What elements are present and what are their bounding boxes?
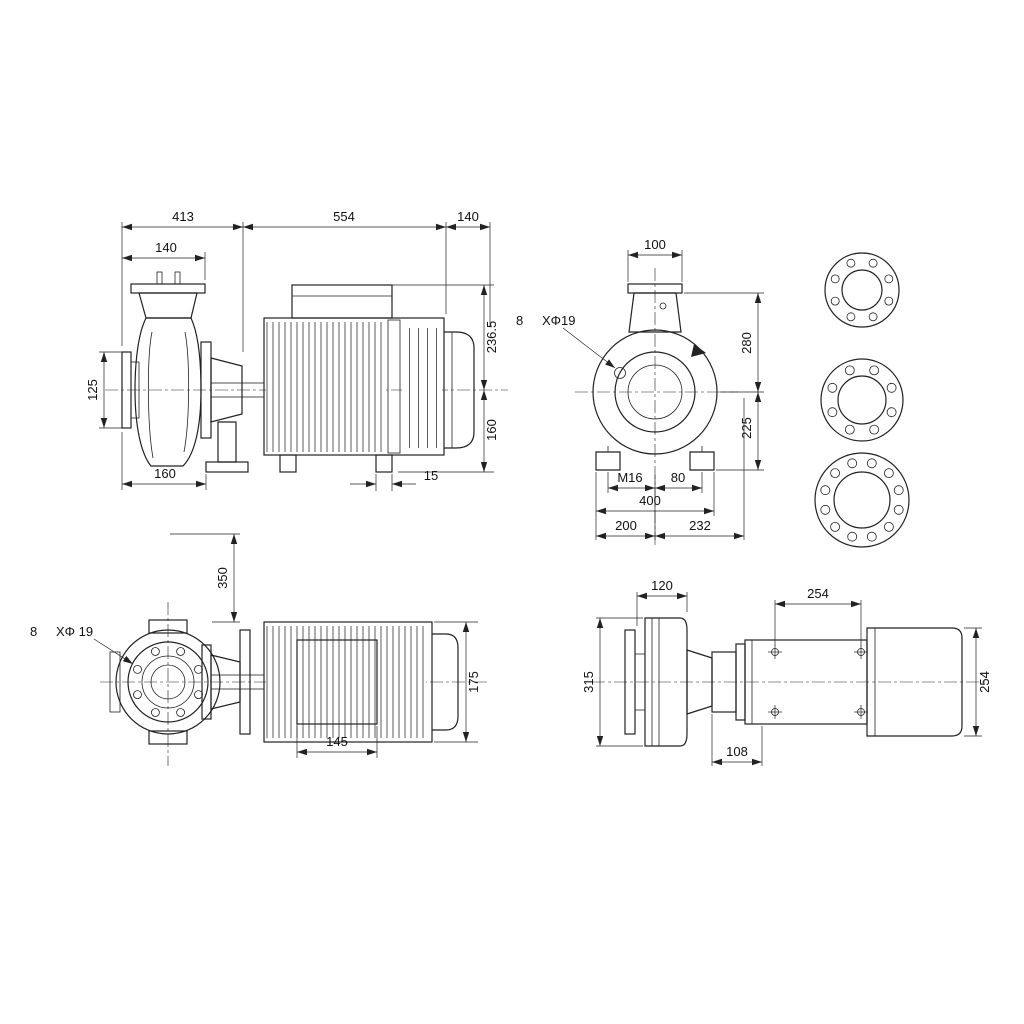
coupling-guard-block (866, 627, 963, 737)
flange-bolt-hole (614, 367, 626, 379)
front-view: 8 XΦ19 100 280 225 M16 80 400 200 232 (516, 237, 764, 545)
rotation-arrow (691, 344, 706, 357)
holes-spec-label-plan: XΦ 19 (56, 624, 93, 639)
dim-label-140-end: 140 (457, 209, 479, 224)
volute-tab-top (148, 619, 188, 634)
dim-label-554: 554 (333, 209, 355, 224)
volute-casing (134, 317, 202, 467)
discharge-neck-front (628, 292, 682, 333)
suction-flange-plan (109, 651, 121, 713)
dim-label-160-right: 160 (484, 419, 499, 441)
dim-label-175: 175 (466, 671, 481, 693)
volute-outline (592, 329, 718, 455)
dim-label-140-flange: 140 (155, 240, 177, 255)
flange-medium (820, 358, 904, 442)
motor-fins (266, 322, 386, 452)
plan-view-pump: 350 8 XΦ 19 175 145 (30, 533, 488, 766)
hole-leader-plan (93, 638, 134, 665)
side-view: 413 554 140 140 125 160 15 236.5 160 (85, 209, 508, 491)
dim-label-280: 280 (739, 332, 754, 354)
dim-label-15: 15 (424, 468, 438, 483)
pump-foot-left (595, 451, 621, 471)
terminal-box (291, 284, 393, 319)
dim-label-400: 400 (639, 493, 661, 508)
dim-label-315: 315 (581, 671, 596, 693)
dim-label-200: 200 (615, 518, 637, 533)
dim-label-236-5: 236.5 (484, 321, 499, 354)
flange-details (814, 252, 910, 548)
motor-body-plan (263, 621, 433, 743)
fan-cover-plan (432, 633, 459, 731)
dim-label-350: 350 (215, 567, 230, 589)
dim-label-413: 413 (172, 209, 194, 224)
suction-eye (627, 364, 683, 420)
motor-foot-front (279, 454, 297, 473)
dim-label-254-side: 254 (977, 671, 992, 693)
motor-frame-top (296, 639, 378, 725)
holes-count-label-plan: 8 (30, 624, 37, 639)
bearing-frame (210, 357, 243, 423)
motor-foot-rear (375, 454, 393, 473)
flange-large (814, 452, 910, 548)
holes-count-label: 8 (516, 313, 523, 328)
dim-label-145: 145 (326, 734, 348, 749)
dim-label-232: 232 (689, 518, 711, 533)
volute-plan (115, 629, 221, 735)
dim-label-254-top: 254 (807, 586, 829, 601)
plan-view-bare-shaft: 120 254 315 254 108 (581, 578, 992, 766)
fan-cover (444, 331, 475, 449)
dim-label-225: 225 (739, 417, 754, 439)
volute-tab-bottom (148, 730, 188, 745)
dim-label-80: 80 (671, 470, 685, 485)
flange-small (824, 252, 900, 328)
motor-flange-plan (239, 629, 251, 735)
discharge-flange-plan (127, 641, 209, 723)
dim-label-125: 125 (85, 379, 100, 401)
thread-label-m16: M16 (617, 470, 642, 485)
pump-foot-right (689, 451, 715, 471)
holes-spec-label: XΦ19 (542, 313, 576, 328)
dim-label-160-bottom: 160 (154, 466, 176, 481)
volute-bare (644, 617, 688, 747)
mounting-holes (768, 645, 868, 719)
support-pad (205, 461, 249, 473)
dim-label-100: 100 (644, 237, 666, 252)
dim-label-120: 120 (651, 578, 673, 593)
dim-label-108: 108 (726, 744, 748, 759)
hole-leader (562, 327, 616, 369)
